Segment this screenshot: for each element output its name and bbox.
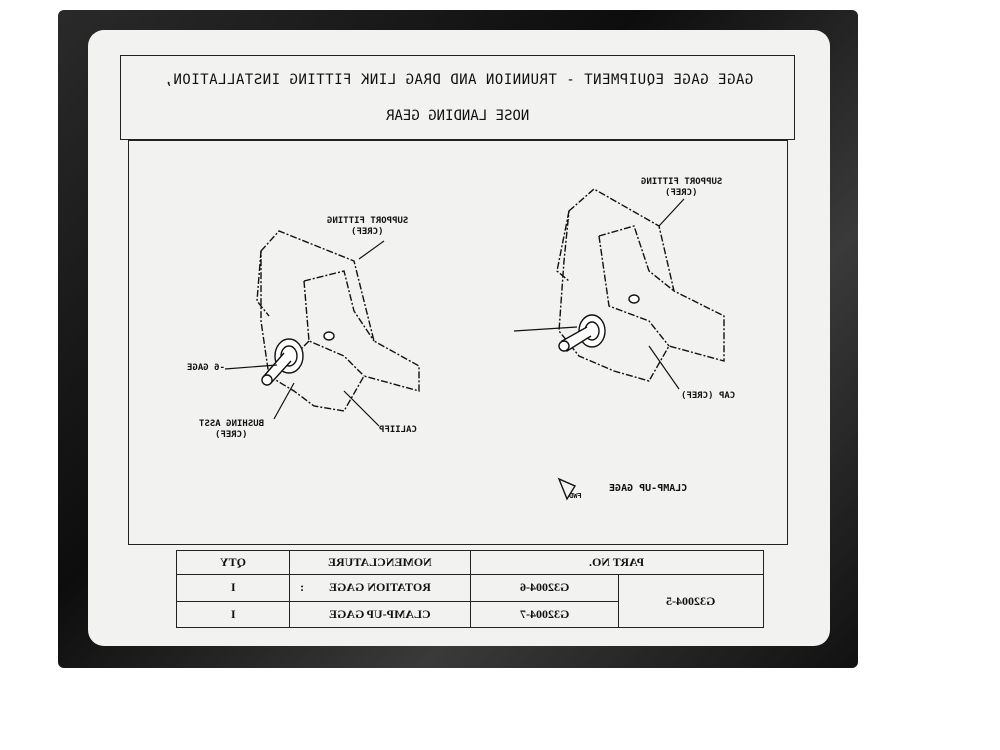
left-fitting-drawing <box>256 230 420 412</box>
left-support-fitting-label: SUPPORT FITTING <box>327 216 409 226</box>
gage-label: -6 GAGE <box>187 363 225 373</box>
forward-arrow-icon <box>557 477 577 501</box>
qty-header: QTY <box>219 555 246 569</box>
bushing-label: BUSHING ASST <box>199 419 265 429</box>
part-no-header: PART NO. <box>589 555 645 569</box>
bushing-ref: (CREF) <box>215 430 248 440</box>
parts-table: QTY NOMENCLATURE PART NO. I : ROTATION GA… <box>176 550 764 628</box>
fwd-label: FWD <box>569 492 582 500</box>
fitting-drawings <box>224 188 725 501</box>
qty-cell: I <box>230 606 236 621</box>
diagram-area: SUPPORT FITTING(CREF) -6 GAGE BUSHING AS… <box>128 140 788 545</box>
table-row: I : ROTATION GAGE G32004-6 G32004-5 <box>176 574 764 628</box>
right-support-fitting-label: SUPPORT FITTING <box>641 177 723 187</box>
placard <box>88 30 830 646</box>
title-line-2: NOSE LANDING GEAR <box>385 108 530 124</box>
right-support-fitting-ref: (CREF) <box>665 188 698 198</box>
nomenclature-header: NOMENCLATURE <box>328 555 432 569</box>
title-line-1: GAGE GAGE EQUIPMENT - TRUNNION AND DRAG … <box>164 72 754 88</box>
table-row: I CLAMP-UP GAGE G32004-7 <box>176 600 764 628</box>
left-support-fitting-ref: (CREF) <box>351 227 384 237</box>
right-fitting-drawing <box>556 188 725 382</box>
nomenclature-cell: ROTATION GAGE <box>329 580 431 595</box>
nomenclature-cell: CLAMP-UP GAGE <box>329 606 431 621</box>
cap-label: CAP (CREF) <box>681 391 736 401</box>
qty-cell: I <box>230 580 236 595</box>
clamp-up-gage-caption: CLAMP-UP GAGE <box>609 483 688 494</box>
caliper-label: CALIIFP <box>379 425 417 435</box>
part-cell: G32004-6 <box>519 580 570 595</box>
assembly-part-cell: G32004-5 <box>666 593 716 608</box>
colon-mark: : <box>300 580 304 595</box>
title-box: GAGE GAGE EQUIPMENT - TRUNNION AND DRAG … <box>120 55 795 140</box>
part-cell: G32004-7 <box>519 606 570 621</box>
table-header-row: QTY NOMENCLATURE PART NO. <box>176 550 764 575</box>
